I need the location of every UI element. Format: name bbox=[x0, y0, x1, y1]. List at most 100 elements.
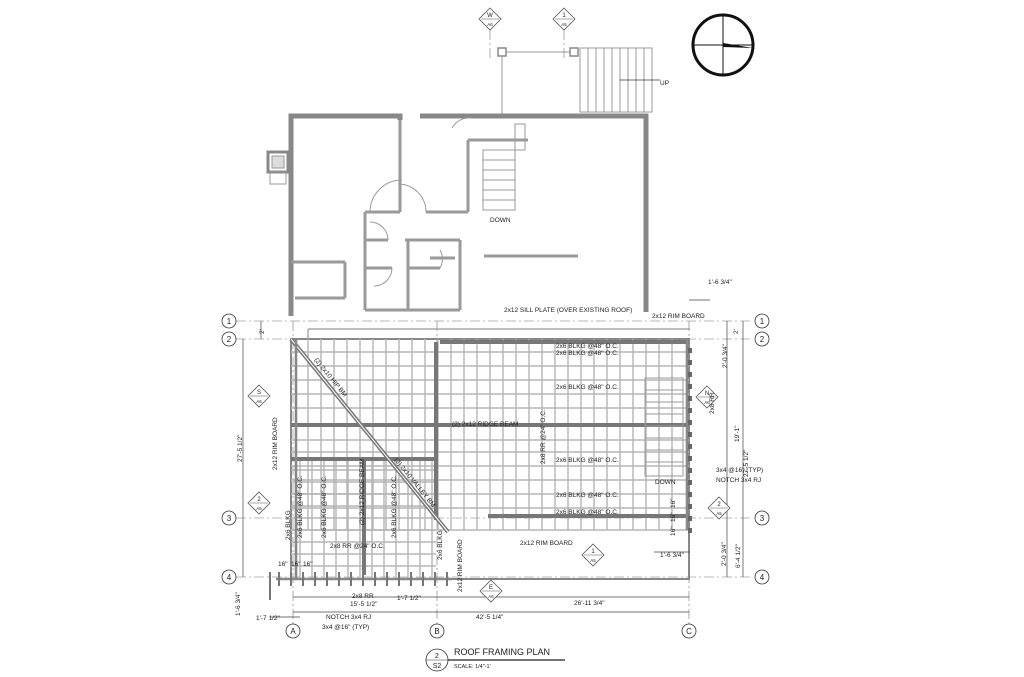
v-blkg-label-1: 2x6 BLKG bbox=[285, 510, 292, 540]
section-tag-top-w: W A6 bbox=[478, 7, 502, 31]
svg-text:E: E bbox=[489, 585, 493, 591]
grid-bubble-c: C bbox=[681, 623, 697, 639]
grid-bubble-3-right: 3 bbox=[754, 510, 770, 526]
dim-27-5-12-left: 27'-5 1/2" bbox=[237, 434, 244, 462]
existing-floor-plan bbox=[266, 47, 660, 316]
rr-main-label: 2x8 RR @24" O.C. bbox=[540, 409, 547, 464]
svg-text:1: 1 bbox=[760, 317, 765, 326]
dim-1-6-34-top: 1'-6 3/4" bbox=[708, 279, 732, 286]
rim-board-bottom-label: 2x12 RIM BOARD bbox=[520, 540, 573, 547]
notch-mark bbox=[688, 468, 692, 473]
dim-1-6-34-bottom: 1'-6 3/4" bbox=[660, 552, 684, 559]
notch-mark bbox=[688, 372, 692, 377]
dim-27-5-12-right: 27'-5 1/2" bbox=[743, 449, 750, 477]
notch-left-label: NOTCH 3x4 RJ bbox=[326, 614, 371, 621]
v-blkg-label-2: 2x6 BLKG @48" O.C. bbox=[297, 475, 304, 538]
section-tag-bottom-1: 1 A5 bbox=[581, 543, 605, 567]
blkg-label-6: 2x6 BLKG @48" O.C. bbox=[556, 509, 619, 516]
svg-text:A6: A6 bbox=[488, 594, 494, 599]
svg-text:3: 3 bbox=[760, 514, 765, 523]
section-tag-right-n: N A6 bbox=[695, 385, 719, 409]
dim-42-5-14: 42'-5 1/4" bbox=[476, 614, 504, 621]
dim-15-5-12: 15'-5 1/2" bbox=[350, 601, 378, 608]
svg-text:S: S bbox=[257, 390, 261, 396]
dim-1-7-12-mid: 1'-7 1/2" bbox=[397, 595, 421, 602]
stair-down-label-upper: DOWN bbox=[490, 217, 511, 224]
sill-plate-label: 2x12 SILL PLATE (OVER EXISTING ROOF) bbox=[504, 307, 632, 314]
v-blkg-label-4: 2x6 BLKG @48" O.C. bbox=[391, 475, 398, 538]
svg-text:A: A bbox=[290, 627, 296, 636]
notch-mark bbox=[688, 492, 692, 497]
drawing-title: ROOF FRAMING PLAN bbox=[454, 647, 550, 657]
grid-bubble-4-left: 4 bbox=[221, 569, 237, 585]
notch-mark bbox=[688, 432, 692, 437]
svg-text:A5: A5 bbox=[256, 506, 262, 511]
grid-bubble-1-right: 1 bbox=[754, 313, 770, 329]
dim-16-a: 16" bbox=[278, 561, 288, 568]
title-sheet: S2 bbox=[433, 663, 442, 670]
svg-text:A6: A6 bbox=[256, 399, 262, 404]
section-tag-right-2: 2 A5 bbox=[707, 496, 731, 520]
notch-mark bbox=[688, 396, 692, 401]
dim-16-r3: 16" bbox=[670, 526, 677, 536]
svg-text:B: B bbox=[434, 627, 439, 636]
rim-board-short-label: 2x12 RIM BOARD bbox=[457, 539, 464, 592]
svg-text:1: 1 bbox=[227, 317, 232, 326]
notch-mark bbox=[688, 456, 692, 461]
grid-bubble-a: A bbox=[285, 623, 301, 639]
rim-board-left-label: 2x12 RIM BOARD bbox=[272, 417, 279, 470]
section-tag-top-1: 1 A5 bbox=[552, 7, 576, 31]
dim-2-0-34-bottom: 2'-0 3/4" bbox=[721, 542, 728, 566]
svg-text:A5: A5 bbox=[716, 511, 722, 516]
drawing-title-block: 2 S2 ROOF FRAMING PLAN SCALE: 1/4"-1' bbox=[425, 647, 565, 672]
dim-6-4-12: 6'-4 1/2" bbox=[735, 544, 742, 568]
dim-26-11-34: 26'-11 3/4" bbox=[574, 600, 605, 607]
svg-text:2: 2 bbox=[257, 497, 261, 503]
svg-text:2: 2 bbox=[717, 502, 721, 508]
svg-text:4: 4 bbox=[760, 573, 765, 582]
grid-bubble-4-right: 4 bbox=[754, 569, 770, 585]
notch-mark bbox=[688, 504, 692, 509]
svg-text:A5: A5 bbox=[590, 558, 596, 563]
stair-up-label: UP bbox=[660, 80, 669, 87]
section-tag-left-s: S A6 bbox=[247, 384, 271, 408]
roof-framing bbox=[269, 328, 692, 600]
v-blkg-label-5: 2x6 BLKG bbox=[437, 530, 444, 560]
notch-mark bbox=[688, 444, 692, 449]
dim-1-6-34-left: 1'-6 3/4" bbox=[235, 592, 242, 616]
drawing-scale: SCALE: 1/4"-1' bbox=[454, 664, 491, 670]
svg-text:2: 2 bbox=[227, 335, 232, 344]
title-number: 2 bbox=[435, 653, 439, 660]
typ-left-label: 3x4 @16" (TYP) bbox=[322, 624, 369, 631]
blkg-label-2: 2x6 BLKG @48" O.C. bbox=[556, 350, 619, 357]
svg-text:C: C bbox=[686, 627, 692, 636]
hip-beam-label: (2) 2x10 HIP BM bbox=[312, 357, 348, 399]
blkg-label-4: 2x6 BLKG @48" O.C. bbox=[556, 457, 619, 464]
grid-bubble-1-left: 1 bbox=[221, 313, 237, 329]
notch-right-label: NOTCH 3x4 RJ bbox=[716, 477, 761, 484]
notch-mark bbox=[688, 480, 692, 485]
stair-down-label-lower: DOWN bbox=[655, 479, 676, 486]
rim-board-top-label: 2x12 RIM BOARD bbox=[652, 313, 705, 320]
dim-2-right: 2' bbox=[733, 329, 740, 334]
notch-mark bbox=[688, 348, 692, 353]
north-arrow-icon bbox=[691, 13, 755, 77]
dim-16-r2: 16" bbox=[670, 512, 677, 522]
rr-right-label: 2x8 RR bbox=[709, 392, 716, 414]
ridge-beam-label: (2) 2x12 RIDGE BEAM bbox=[452, 421, 518, 428]
svg-text:A6: A6 bbox=[487, 22, 493, 27]
svg-text:W: W bbox=[487, 13, 493, 19]
blkg-label-1: 2x6 BLKG @48" O.C. bbox=[556, 343, 619, 350]
dim-2-0-34-top: 2'-0 3/4" bbox=[722, 344, 729, 368]
dim-16-b: 16" bbox=[291, 561, 301, 568]
svg-text:N: N bbox=[705, 391, 709, 397]
notch-mark bbox=[688, 528, 692, 533]
dim-19-1: 19'-1" bbox=[734, 425, 741, 442]
grid-bubble-2-left: 2 bbox=[221, 331, 237, 347]
dim-2-left: 2' bbox=[259, 329, 266, 334]
notch-mark bbox=[688, 516, 692, 521]
svg-text:1: 1 bbox=[562, 13, 566, 19]
svg-text:1: 1 bbox=[591, 549, 595, 555]
notch-mark bbox=[688, 360, 692, 365]
